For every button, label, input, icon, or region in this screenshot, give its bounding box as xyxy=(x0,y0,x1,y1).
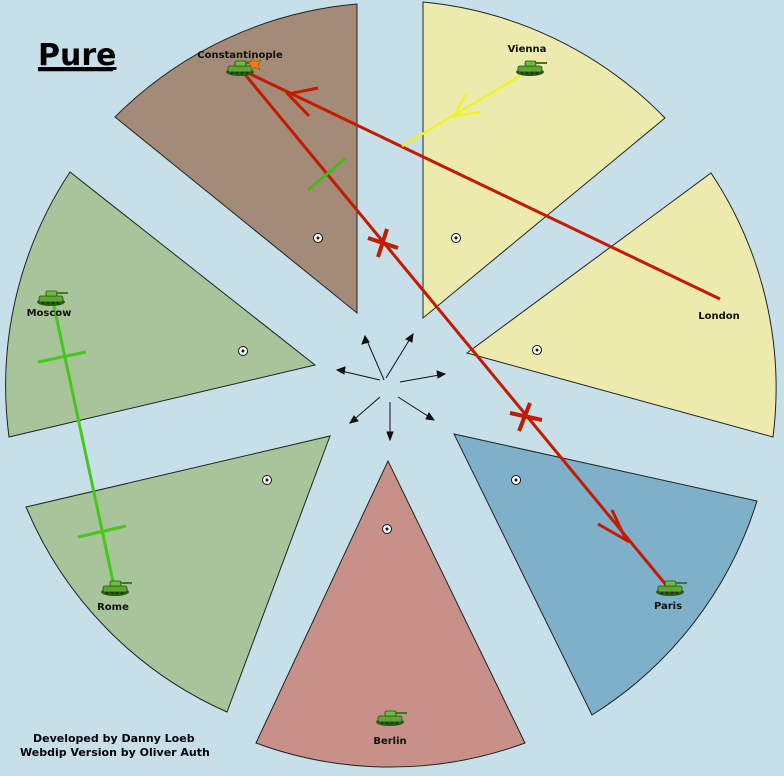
map-title: Pure xyxy=(38,38,117,73)
supply-center-london xyxy=(532,345,542,355)
supply-center-paris xyxy=(511,475,521,485)
label-moscow: Moscow xyxy=(27,308,72,319)
credit-developer: Developed by Danny Loeb xyxy=(33,732,195,745)
territory-rome[interactable] xyxy=(25,435,331,713)
territory-london[interactable] xyxy=(465,172,777,438)
supply-center-vienna xyxy=(451,233,461,243)
order-vienna-support xyxy=(401,74,521,148)
label-vienna: Vienna xyxy=(508,44,547,55)
dislodged-star-icon xyxy=(246,57,262,71)
supply-center-moscow xyxy=(238,346,248,356)
label-constantinople: Constantinople xyxy=(197,50,283,61)
territory-berlin[interactable] xyxy=(255,459,526,768)
center-arrows xyxy=(335,332,447,442)
label-rome: Rome xyxy=(97,602,129,613)
territory-constantinople[interactable] xyxy=(114,3,358,315)
order-constantinople-hold xyxy=(307,156,347,192)
territory-moscow[interactable] xyxy=(5,171,317,438)
order-london-to-constantinople xyxy=(245,70,721,301)
supply-center-constantinople xyxy=(313,233,323,243)
supply-center-rome xyxy=(262,475,272,485)
credit-webdip: Webdip Version by Oliver Auth xyxy=(20,746,210,759)
order-moscow-rome-support xyxy=(37,305,127,587)
label-berlin: Berlin xyxy=(373,736,406,747)
label-paris: Paris xyxy=(654,601,682,612)
supply-center-berlin xyxy=(382,524,392,534)
territory-vienna[interactable] xyxy=(422,1,666,320)
territory-paris[interactable] xyxy=(453,433,758,716)
label-london: London xyxy=(698,311,740,322)
order-constantinople-to-paris xyxy=(241,71,669,587)
